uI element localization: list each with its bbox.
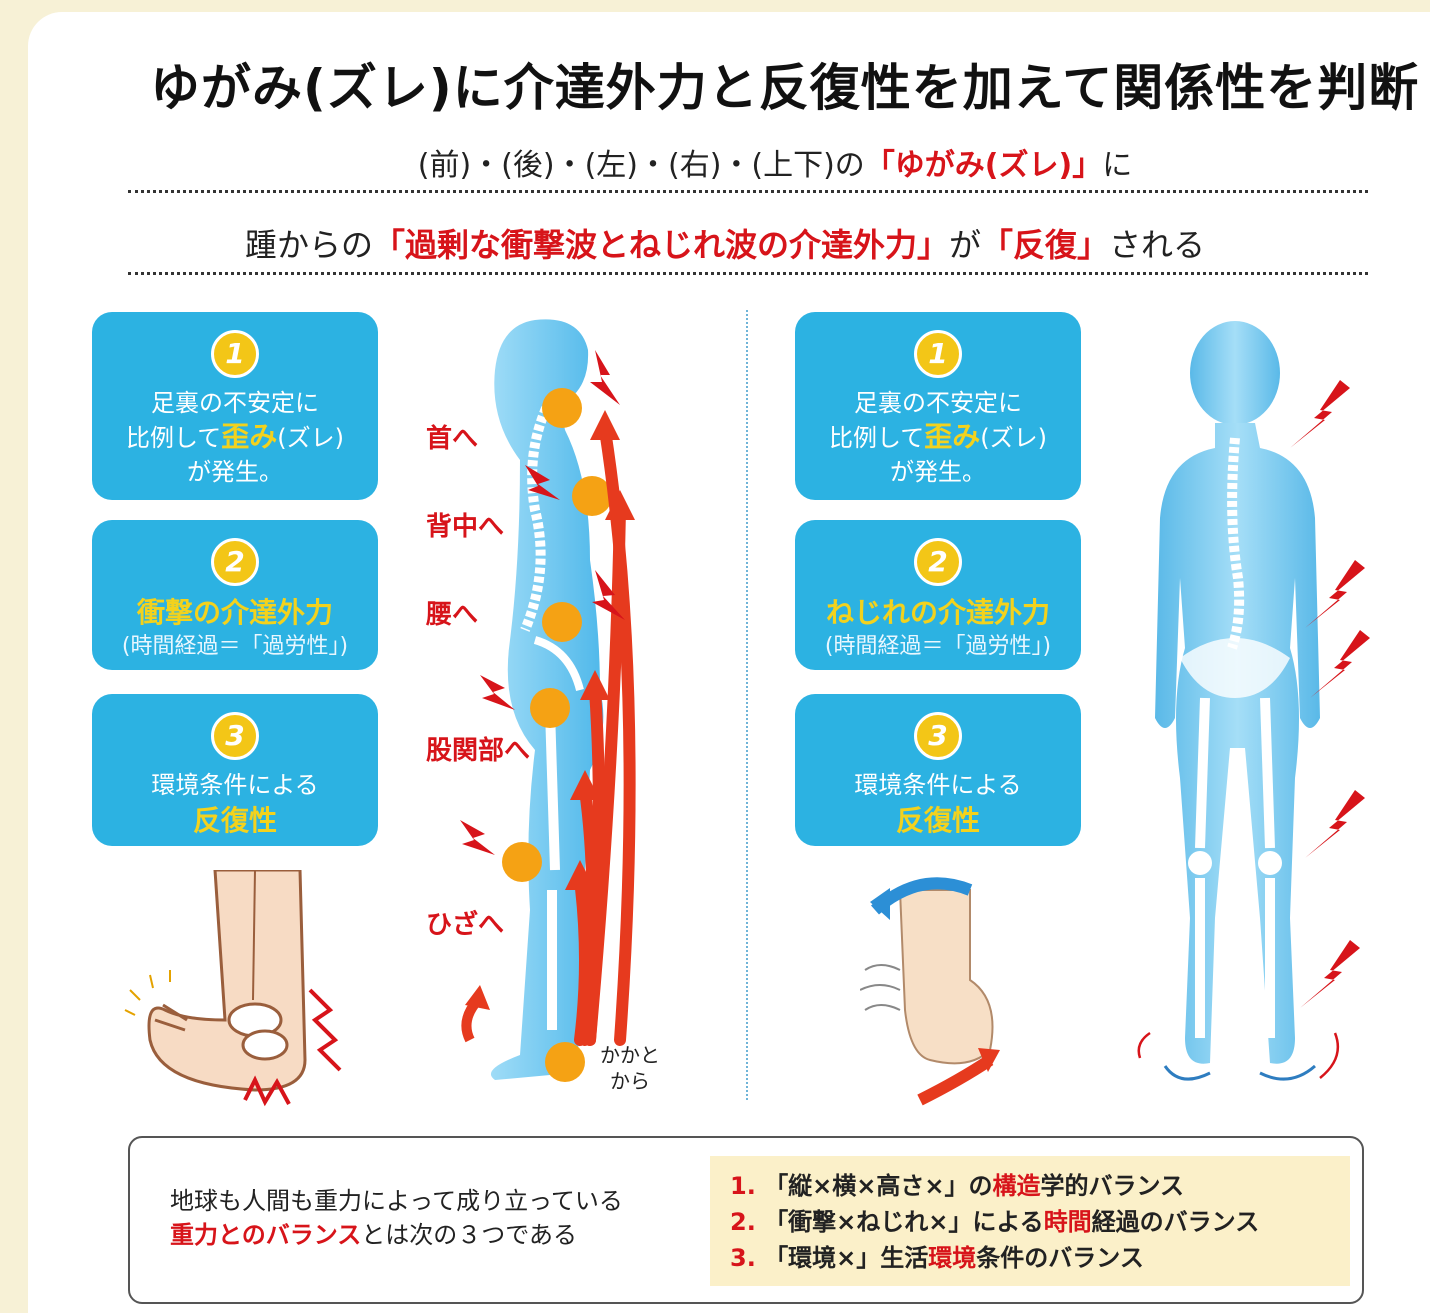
- item-highlight: 構造: [992, 1172, 1041, 1200]
- subtitle-1-suffix: に: [1102, 148, 1133, 183]
- front-body-illustration: [1137, 321, 1340, 1081]
- card-subtext: (時間経過＝「過労性」): [121, 634, 349, 659]
- subtitle-1-highlight: 「ゆがみ(ズレ)」: [864, 148, 1103, 183]
- gravity-balance-box: 地球も人間も重力によって成り立っている 重力とのバランスとは次の３つである 1.…: [128, 1136, 1364, 1304]
- subtitle-line-1: (前)・(後)・(左)・(右)・(上下)の「ゆがみ(ズレ)」に: [0, 140, 1430, 184]
- card-text-part: (ズレ): [277, 424, 345, 452]
- list-item: 2. 「衝撃×ねじれ×」による時間経過のバランス: [730, 1204, 1350, 1240]
- twisting-foot-illustration: [860, 877, 1000, 1106]
- number-badge: 3: [211, 712, 259, 760]
- right-card-2: 2 ねじれの介達外力 (時間経過＝「過労性」): [795, 520, 1081, 670]
- left-card-2: 2 衝撃の介達外力 (時間経過＝「過労性」): [92, 520, 378, 670]
- card-text: 足裏の不安定に 比例して歪み(ズレ) が発生。: [92, 386, 378, 489]
- item-text: 「縦×横×高さ×」の: [764, 1172, 993, 1200]
- number-badge: 1: [914, 330, 962, 378]
- number-badge: 2: [914, 538, 962, 586]
- item-number: 3.: [730, 1244, 756, 1272]
- number-badge: 1: [211, 330, 259, 378]
- card-text-part: 比例して: [125, 424, 222, 452]
- subtitle-2-part2: が: [948, 226, 981, 264]
- number-badge: 3: [914, 712, 962, 760]
- card-highlight: 歪み: [924, 420, 981, 453]
- item-text: 「環境×」生活: [764, 1244, 929, 1272]
- subtitle-1-prefix: (前)・(後)・(左)・(右)・(上下)の: [417, 148, 865, 183]
- card-line: 足裏の不安定に: [151, 389, 319, 417]
- card-line: が発生。: [187, 458, 283, 486]
- card-line: 環境条件による: [151, 771, 319, 799]
- card-highlight: 歪み: [221, 420, 278, 453]
- page-title: ゆがみ(ズレ)に介達外力と反復性を加えて関係性を判断: [150, 59, 1420, 117]
- balance-intro: 地球も人間も重力によって成り立っている 重力とのバランスとは次の３つである: [170, 1184, 623, 1252]
- item-number: 2.: [730, 1208, 756, 1236]
- card-subtext: (時間経過＝「過労性」): [824, 634, 1052, 659]
- label-back: 背中へ: [426, 512, 505, 542]
- intro-line: 重力とのバランスとは次の３つである: [170, 1218, 623, 1252]
- card-line: 比例して歪み(ズレ): [92, 420, 378, 455]
- impact-lightning: [460, 350, 625, 855]
- dotted-divider: [128, 272, 1368, 275]
- label-neck: 首へ: [426, 424, 479, 454]
- card-highlight: ねじれの介達外力: [825, 596, 1050, 629]
- heel-line: から: [610, 1069, 650, 1093]
- intro-rest: とは次の３つである: [361, 1221, 578, 1249]
- item-number: 1.: [730, 1172, 756, 1200]
- subtitle-line-2: 踵からの「過剰な衝撃波とねじれ波の介達外力」が「反復」される: [0, 220, 1430, 266]
- card-text: 足裏の不安定に 比例して歪み(ズレ) が発生。: [795, 386, 1081, 489]
- intro-highlight: 重力とのバランス: [170, 1221, 362, 1249]
- item-text: 経過のバランス: [1091, 1208, 1260, 1236]
- side-lightning: [1290, 380, 1370, 1008]
- balance-list: 1. 「縦×横×高さ×」の構造学的バランス 2. 「衝撃×ねじれ×」による時間経…: [710, 1156, 1350, 1286]
- subtitle-2-highlight1: 「過剰な衝撃波とねじれ波の介達外力」: [372, 226, 949, 264]
- dotted-divider: [128, 190, 1368, 193]
- item-highlight: 環境: [928, 1244, 977, 1272]
- card-line: が発生。: [890, 458, 986, 486]
- item-text: 「衝撃×ねじれ×」による: [764, 1208, 1044, 1236]
- right-card-3: 3 環境条件による 反復性: [795, 694, 1081, 846]
- item-highlight: 時間: [1043, 1208, 1092, 1236]
- intro-line: 地球も人間も重力によって成り立っている: [170, 1187, 623, 1215]
- left-card-3: 3 環境条件による 反復性: [92, 694, 378, 846]
- right-card-1: 1 足裏の不安定に 比例して歪み(ズレ) が発生。: [795, 312, 1081, 500]
- label-hip-joint: 股関部へ: [426, 736, 531, 766]
- list-item: 1. 「縦×横×高さ×」の構造学的バランス: [730, 1168, 1350, 1204]
- list-item: 3. 「環境×」生活環境条件のバランス: [730, 1240, 1350, 1276]
- card-line: 環境条件による: [854, 771, 1022, 799]
- card-line: 足裏の不安定に: [854, 389, 1022, 417]
- label-waist: 腰へ: [426, 600, 479, 630]
- label-knee: ひざへ: [426, 910, 505, 940]
- card-text-part: (ズレ): [980, 424, 1048, 452]
- heel-line: かかと: [600, 1043, 660, 1067]
- subtitle-2-highlight2: 「反復」: [981, 226, 1110, 264]
- panel-separator: [746, 310, 748, 1100]
- tilted-foot-illustration: [124, 870, 342, 1107]
- subtitle-2-part1: 踵からの: [244, 226, 373, 264]
- card-highlight: 衝撃の介達外力: [136, 596, 333, 629]
- card-highlight: 反復性: [192, 804, 277, 837]
- card-line: 比例して歪み(ズレ): [795, 420, 1081, 455]
- force-arrows: [461, 410, 636, 1046]
- left-card-1: 1 足裏の不安定に 比例して歪み(ズレ) が発生。: [92, 312, 378, 500]
- card-text-part: 比例して: [828, 424, 925, 452]
- subtitle-2-part3: される: [1109, 226, 1206, 264]
- label-from-heel: かかと から: [600, 1042, 660, 1094]
- number-badge: 2: [211, 538, 259, 586]
- item-text: 条件のバランス: [976, 1244, 1144, 1272]
- item-text: 学的バランス: [1040, 1172, 1185, 1200]
- card-highlight: 反復性: [895, 804, 980, 837]
